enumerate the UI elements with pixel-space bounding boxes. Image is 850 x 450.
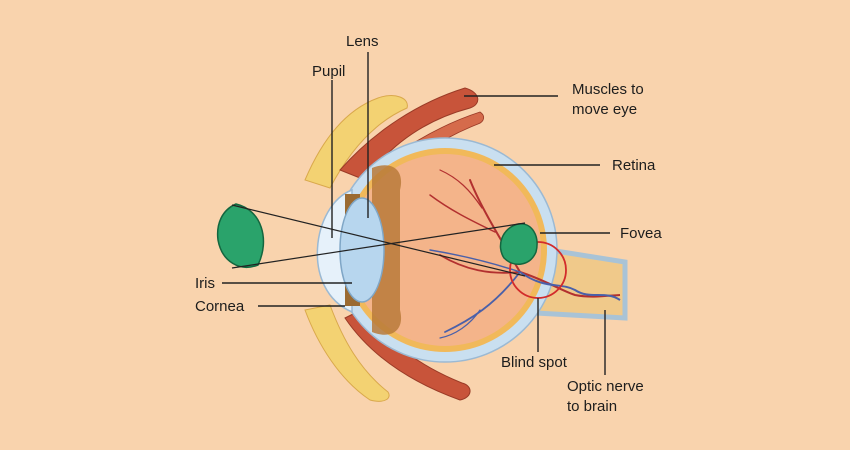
cornea-label: Cornea (195, 298, 245, 315)
muscles-label-line1: Muscles to (572, 81, 644, 98)
optic-nerve-label-line1: Optic nerve (567, 378, 644, 395)
optic-nerve-label-line2: to brain (567, 398, 617, 415)
muscles-label-line2: move eye (572, 101, 637, 118)
lens-label: Lens (346, 33, 379, 50)
muscle-upper (339, 87, 479, 181)
pupil-label: Pupil (312, 63, 345, 80)
retina-label: Retina (612, 157, 656, 174)
leaf-icon (216, 203, 265, 268)
fat-tissue-lower (304, 304, 390, 402)
fovea-label: Fovea (620, 225, 662, 242)
ciliary-body (372, 165, 402, 335)
fat-tissue-upper (304, 95, 408, 189)
light-ray-upper (231, 204, 526, 277)
lens (339, 197, 385, 303)
iris-label: Iris (195, 275, 215, 292)
leaf-icon (499, 223, 538, 265)
blind-spot-label: Blind spot (501, 354, 568, 371)
light-ray-lower (231, 222, 526, 269)
optic-nerve-fiber-blue (519, 271, 621, 301)
